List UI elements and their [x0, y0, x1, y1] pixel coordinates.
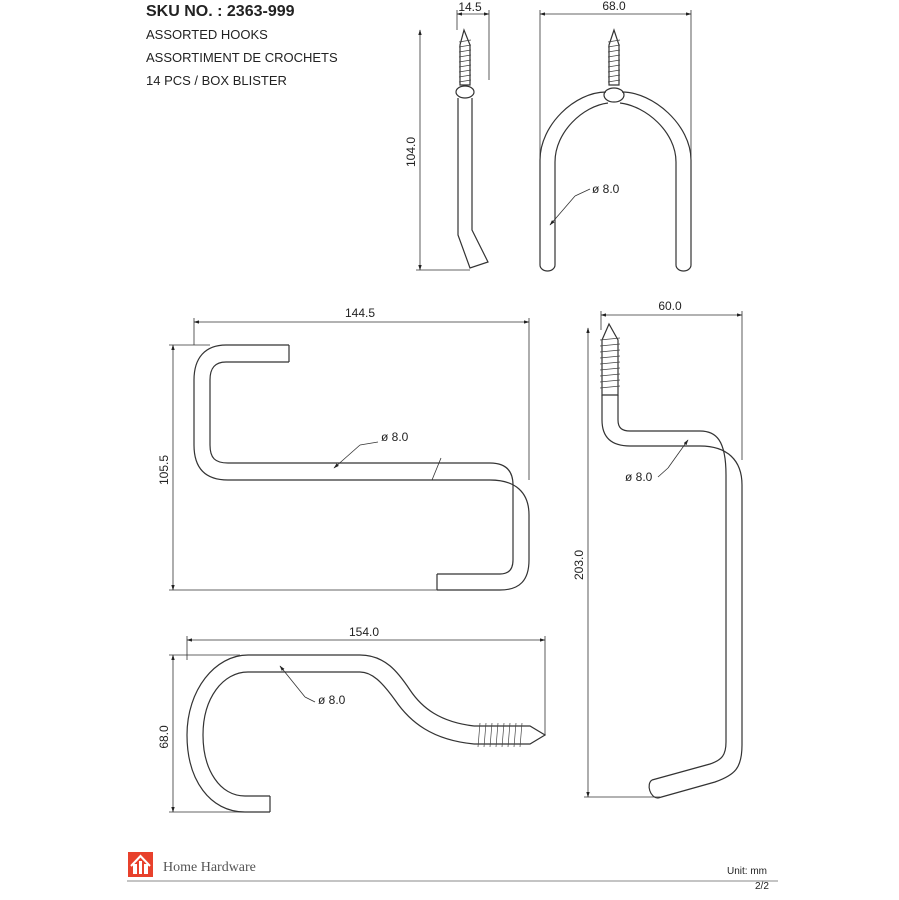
hook-long-view: 60.0 203.0 ø 8.0 [572, 299, 743, 799]
page-number: 2/2 [755, 881, 769, 892]
dim-label-dia-bottom: ø 8.0 [318, 693, 346, 707]
hook-side-view: 14.5 104.0 [404, 0, 490, 271]
hook-s-view: 144.5 105.5 ø 8.0 [157, 306, 530, 591]
product-name-fr: ASSORTIMENT DE CROCHETS [146, 50, 338, 65]
dim-label-dia-long: ø 8.0 [625, 470, 653, 484]
dim-label-154-0: 154.0 [349, 625, 379, 639]
dim-label-dia-s: ø 8.0 [381, 430, 409, 444]
brand-name: Home Hardware [163, 860, 256, 875]
product-name-en: ASSORTED HOOKS [146, 27, 268, 42]
dim-label-68-0-top: 68.0 [602, 0, 626, 13]
dim-label-144-5: 144.5 [345, 306, 375, 320]
hook-bottom-view: 154.0 68.0 ø 8.0 [157, 625, 547, 813]
dim-label-105-5: 105.5 [157, 455, 171, 485]
unit-label: Unit: mm [727, 866, 767, 877]
home-hardware-logo-icon [128, 852, 153, 877]
dim-label-dia-top: ø 8.0 [592, 182, 620, 196]
dim-label-203-0: 203.0 [572, 550, 586, 580]
sku-number: SKU NO. : 2363-999 [146, 3, 295, 20]
dim-label-14-5: 14.5 [458, 0, 482, 14]
package-info: 14 PCS / BOX BLISTER [146, 73, 287, 88]
hook-u-view: 68.0 ø 8.0 [539, 0, 692, 272]
dim-label-60-0: 60.0 [658, 299, 682, 313]
dim-label-104-0: 104.0 [404, 137, 418, 167]
dim-label-68-0-bottom: 68.0 [157, 725, 171, 749]
